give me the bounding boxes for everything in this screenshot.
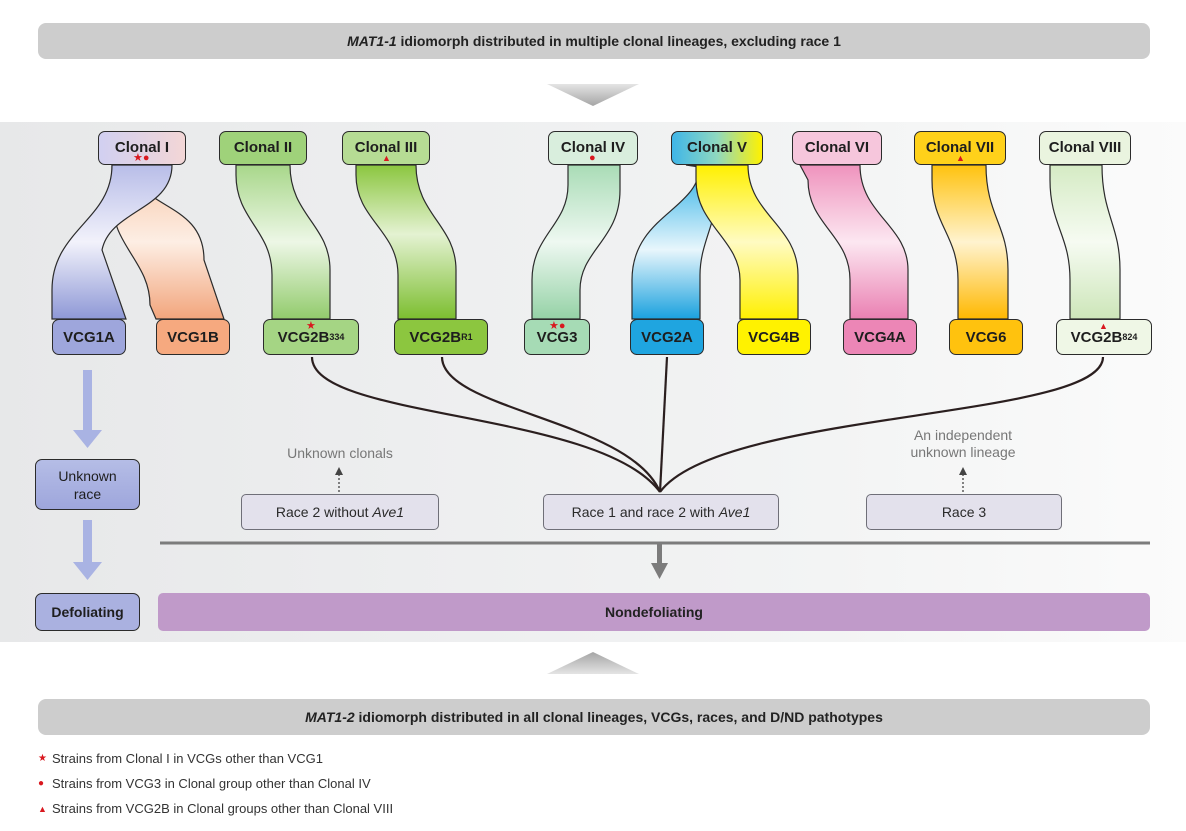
clonal-5-box: Clonal V bbox=[671, 131, 763, 165]
race1-race2-with-ave1-box: Race 1 and race 2 with Ave1 bbox=[543, 494, 779, 530]
vcg1a-box: VCG1A bbox=[52, 319, 126, 355]
top-banner-text: idiomorph distributed in multiple clonal… bbox=[396, 33, 841, 49]
defoliating-box: Defoliating bbox=[35, 593, 140, 631]
ribbon-clonal3 bbox=[355, 164, 457, 320]
vcg3-box: VCG3 ★● bbox=[524, 319, 590, 355]
vcg2b334-sup: 334 bbox=[329, 332, 345, 342]
independent-lineage-label-2: unknown lineage bbox=[910, 444, 1016, 460]
race1-race2-with-gene: Ave1 bbox=[718, 504, 751, 520]
top-banner-idiomorph: MAT1-1 bbox=[347, 33, 397, 49]
bottom-banner-text: idiomorph distributed in all clonal line… bbox=[354, 709, 883, 725]
clonal-7-box: Clonal VII ▲ bbox=[914, 131, 1006, 165]
clonal-6-box: Clonal VI bbox=[792, 131, 882, 165]
blue-arrow-1 bbox=[73, 370, 102, 448]
clonal-5-label: Clonal V bbox=[686, 139, 747, 156]
legend-item-circle: ● Strains from VCG3 in Clonal group other… bbox=[38, 776, 371, 791]
star-icon: ★ bbox=[38, 753, 47, 764]
clonal-4-label: Clonal IV bbox=[560, 139, 626, 156]
unknown-race-box: Unknown race bbox=[35, 459, 140, 510]
unknown-race-label: Unknown race bbox=[58, 467, 117, 502]
connector-vcg2a bbox=[658, 356, 669, 493]
ribbon-clonal6 bbox=[799, 164, 909, 320]
vcg2b334-label: VCG2B bbox=[277, 328, 330, 346]
vcg2a-label: VCG2A bbox=[641, 328, 693, 346]
clonal-8-box: Clonal VIII bbox=[1039, 131, 1131, 165]
vcg1b-label: VCG1B bbox=[167, 328, 219, 346]
legend-triangle-text: Strains from VCG2B in Clonal groups othe… bbox=[52, 801, 394, 816]
bottom-banner-idiomorph: MAT1-2 bbox=[305, 709, 355, 725]
connector-vcg2b334 bbox=[310, 356, 661, 493]
defoliating-label: Defoliating bbox=[51, 604, 124, 620]
legend-item-triangle: ▲ Strains from VCG2B in Clonal groups oth… bbox=[38, 801, 393, 816]
blue-arrow-2 bbox=[73, 520, 102, 580]
legend-item-star: ★ Strains from Clonal I in VCGs other tha… bbox=[38, 751, 323, 766]
race2-without-text: Race 2 without bbox=[275, 504, 373, 520]
clonal-1-label: Clonal I bbox=[114, 139, 170, 156]
gray-arrow-to-nondefoliating bbox=[651, 543, 668, 579]
vcg3-label: VCG3 bbox=[536, 328, 578, 346]
vcg1b-box: VCG1B bbox=[156, 319, 230, 355]
clonal-3-markers: ▲ bbox=[382, 153, 391, 163]
legend-circle-text: Strains from VCG3 in Clonal group other … bbox=[52, 776, 371, 791]
vcg2b334-markers: ★ bbox=[306, 320, 316, 332]
clonal-1-box: Clonal I ★● bbox=[98, 131, 186, 165]
race2-without-gene: Ave1 bbox=[372, 504, 405, 520]
nondefoliating-bar: Nondefoliating bbox=[158, 593, 1150, 631]
race3-box: Race 3 bbox=[866, 494, 1062, 530]
independent-lineage-label-1: An independent bbox=[913, 427, 1013, 443]
legend-star-text: Strains from Clonal I in VCGs other than… bbox=[52, 751, 323, 766]
vcg6-box: VCG6 bbox=[949, 319, 1023, 355]
vcg6-label: VCG6 bbox=[965, 328, 1007, 346]
ribbon-clonal7 bbox=[931, 164, 1009, 320]
clonal-1-markers: ★● bbox=[133, 152, 150, 164]
up-arrow-bottom bbox=[547, 652, 639, 674]
clonal-4-markers: ● bbox=[589, 152, 596, 164]
clonal-7-label: Clonal VII bbox=[925, 139, 995, 156]
vcg2b824-label: VCG2B bbox=[1070, 328, 1123, 346]
vcg4b-box: VCG4B bbox=[737, 319, 811, 355]
vcg2br1-label: VCG2B bbox=[409, 328, 462, 346]
vcg2b824-markers: ▲ bbox=[1099, 321, 1108, 331]
clonal-3-label: Clonal III bbox=[354, 139, 418, 156]
clonal-3-box: Clonal III ▲ bbox=[342, 131, 430, 165]
vcg4b-label: VCG4B bbox=[748, 328, 800, 346]
ribbon-clonal5-vcg4b bbox=[695, 164, 799, 320]
unknown-clonals-label: Unknown clonals bbox=[287, 445, 393, 461]
vcg3-markers: ★● bbox=[549, 320, 566, 332]
vcg2br1-sup: R1 bbox=[461, 332, 473, 342]
clonal-4-box: Clonal IV ● bbox=[548, 131, 638, 165]
clonal-8-label: Clonal VIII bbox=[1048, 139, 1122, 156]
bottom-banner: MAT1-2 idiomorph distributed in all clon… bbox=[38, 699, 1150, 735]
vcg1a-label: VCG1A bbox=[63, 328, 115, 346]
vcg2a-box: VCG2A bbox=[630, 319, 704, 355]
race2-without-ave1-box: Race 2 without Ave1 bbox=[241, 494, 439, 530]
vcg4a-label: VCG4A bbox=[854, 328, 906, 346]
top-banner: MAT1-1 idiomorph distributed in multiple… bbox=[38, 23, 1150, 59]
race3-label: Race 3 bbox=[941, 504, 987, 520]
clonal-7-markers: ▲ bbox=[956, 153, 965, 163]
clonal-2-box: Clonal II bbox=[219, 131, 307, 165]
clonal-2-label: Clonal II bbox=[233, 139, 293, 156]
race1-race2-with-text: Race 1 and race 2 with bbox=[571, 504, 719, 520]
ribbon-clonal8 bbox=[1049, 164, 1121, 320]
vcg2b824-sup: 824 bbox=[1122, 332, 1138, 342]
clonal-6-label: Clonal VI bbox=[804, 139, 870, 156]
down-arrow-top bbox=[547, 84, 639, 106]
ribbon-clonal4 bbox=[531, 164, 621, 320]
dotted-arrow-unknown-clonals bbox=[335, 467, 343, 492]
ribbon-clonal2 bbox=[235, 164, 331, 320]
triangle-icon: ▲ bbox=[38, 803, 47, 814]
connector-vcg2b824 bbox=[659, 356, 1105, 493]
vcg4a-box: VCG4A bbox=[843, 319, 917, 355]
dotted-arrow-independent bbox=[959, 467, 967, 492]
nondefoliating-label: Nondefoliating bbox=[605, 604, 703, 620]
ribbon-clonal1-vcg1a bbox=[51, 164, 173, 320]
circle-icon: ● bbox=[38, 778, 45, 789]
connector-vcg2br1 bbox=[440, 356, 662, 493]
